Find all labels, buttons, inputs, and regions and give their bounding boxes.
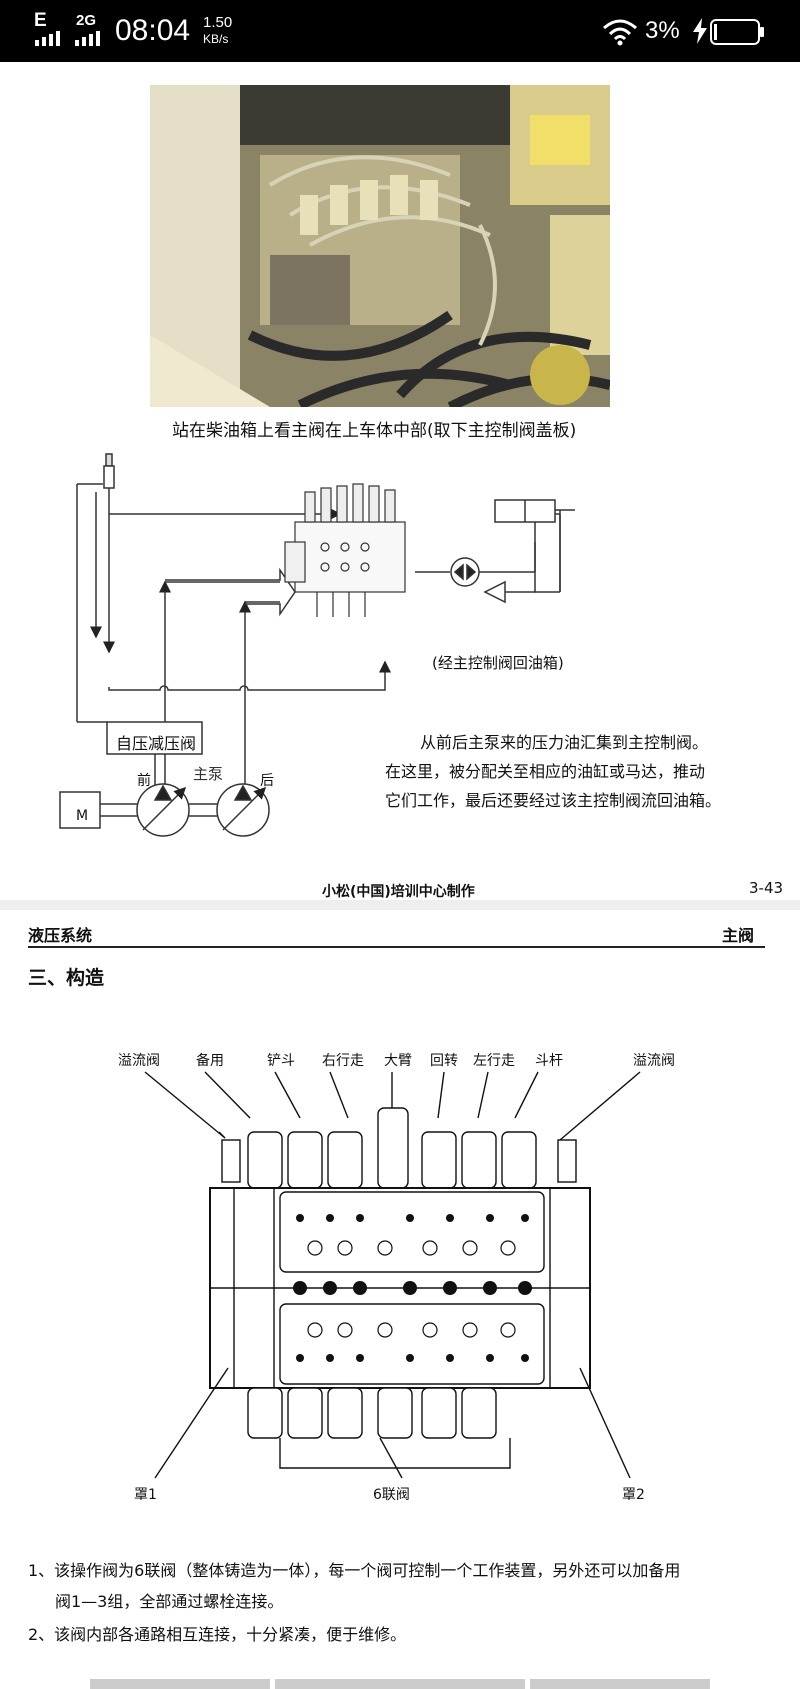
label-right-travel: 右行走 xyxy=(322,1053,364,1069)
label-six-section-valve: 6联阀 xyxy=(373,1487,410,1503)
label-swing: 回转 xyxy=(430,1053,458,1069)
front-pump-label: 前 xyxy=(137,773,151,789)
description-line-1: 从前后主泵来的压力油汇集到主控制阀。 xyxy=(420,733,709,752)
main-pump-label: 主泵 xyxy=(193,765,224,783)
signal-icon xyxy=(35,31,60,46)
network-type-2g: 2G xyxy=(76,12,97,29)
note-line-1: 1、该操作阀为6联阀（整体铸造为一体），每一个阀可控制一个工作装置，另外还可以加… xyxy=(28,1561,681,1580)
net-speed-unit: KB/s xyxy=(203,32,229,46)
note-line-2: 阀1—3组，全部通过螺栓连接。 xyxy=(55,1592,284,1611)
network-type: E xyxy=(34,10,47,31)
label-boom: 大臂 xyxy=(384,1053,412,1069)
label-relief-valve-left: 溢流阀 xyxy=(118,1053,160,1069)
photo-caption: 站在柴油箱上看主阀在上车体中部(取下主控制阀盖板) xyxy=(172,421,577,441)
page-footer: 小松(中国)培训中心制作 xyxy=(322,884,475,900)
signal-icon xyxy=(75,31,100,46)
section-header: 主阀 xyxy=(722,926,755,945)
engine-photo xyxy=(150,85,610,407)
status-bar: E 2G 08:04 1.50 KB/s 3% xyxy=(0,0,800,62)
clock: 08:04 xyxy=(115,14,191,47)
label-spare: 备用 xyxy=(196,1053,224,1069)
battery-percent: 3% xyxy=(645,17,680,44)
label-cover-1: 罩1 xyxy=(134,1487,157,1503)
charging-icon xyxy=(693,18,707,44)
section-title: 三、构造 xyxy=(28,967,105,989)
description-line-3: 它们工作，最后还要经过该主控制阀流回油箱。 xyxy=(385,791,722,810)
rear-pump-label: 后 xyxy=(260,773,274,789)
header-rule xyxy=(28,946,765,948)
page-number: 3-43 xyxy=(749,879,784,897)
battery-icon xyxy=(710,19,764,45)
label-left-travel: 左行走 xyxy=(473,1053,515,1069)
return-note: (经主控制阀回油箱) xyxy=(432,654,564,672)
chapter-header: 液压系统 xyxy=(28,926,93,945)
bottom-bar-segment xyxy=(275,1679,525,1689)
label-bucket: 铲斗 xyxy=(267,1053,295,1069)
label-arm: 斗杆 xyxy=(535,1053,563,1069)
net-speed-value: 1.50 xyxy=(203,14,233,31)
label-cover-2: 罩2 xyxy=(622,1487,645,1503)
bottom-bar-segment xyxy=(530,1679,710,1689)
page-divider xyxy=(0,900,800,910)
hydraulic-schematic xyxy=(59,453,575,837)
motor-label: M xyxy=(76,808,89,824)
control-valve-drawing xyxy=(144,1071,641,1479)
bottom-bar-segment xyxy=(90,1679,270,1689)
description-line-2: 在这里，被分配关至相应的油缸或马达，推动 xyxy=(385,762,706,781)
label-relief-valve-right: 溢流阀 xyxy=(633,1053,675,1069)
reducing-valve-label: 自压减压阀 xyxy=(116,734,197,753)
note-line-3: 2、该阀内部各通路相互连接，十分紧凑，便于维修。 xyxy=(28,1625,407,1644)
wifi-icon xyxy=(603,19,637,46)
